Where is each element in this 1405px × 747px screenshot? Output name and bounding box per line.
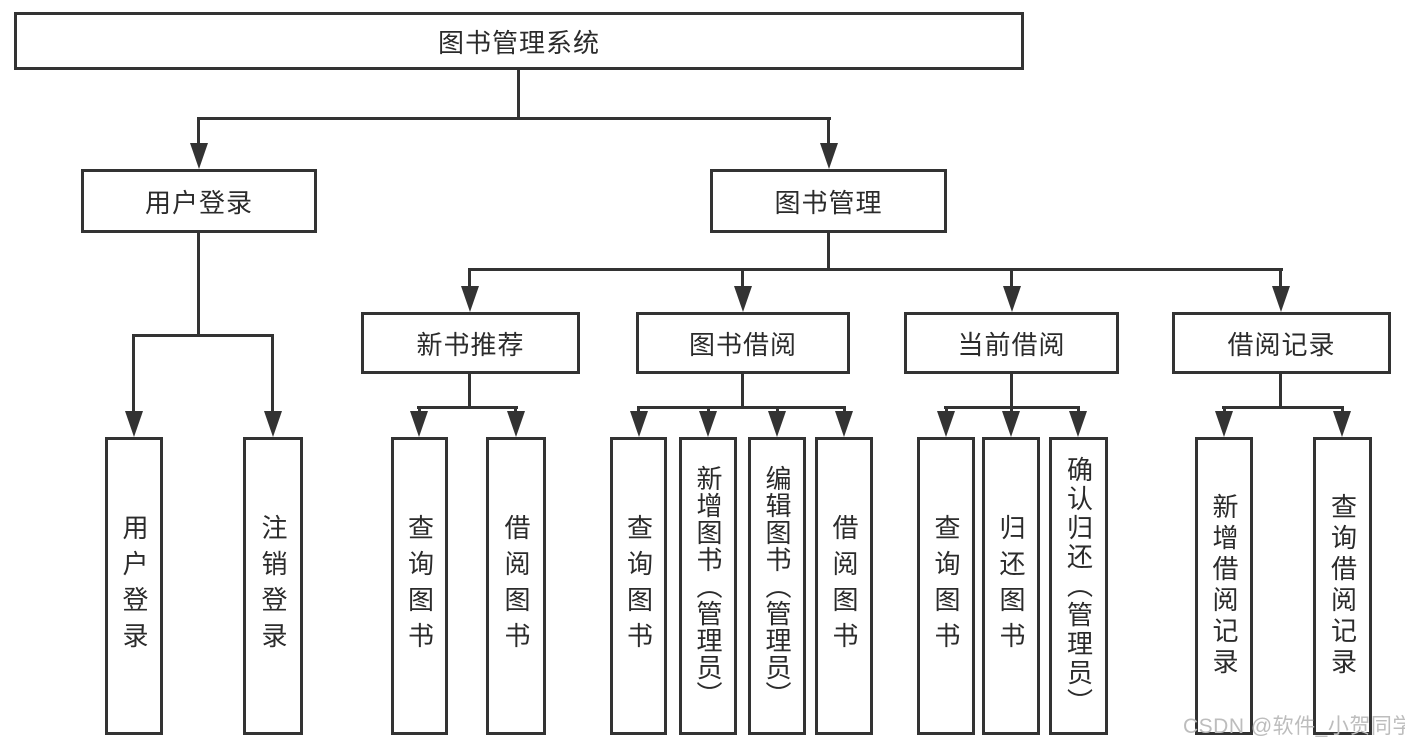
connector-group-stem: [1010, 374, 1013, 409]
node-label: 编辑图书（管理员）: [762, 464, 792, 708]
node-label: 用户登录: [119, 514, 149, 658]
connector-leaf-drop: [1077, 406, 1080, 414]
connector-l3-drop: [1279, 268, 1282, 288]
arrow-down-icon: [410, 411, 428, 437]
arrow-down-icon: [768, 411, 786, 437]
leaf-add-book-admin: 新增图书（管理员）: [679, 437, 737, 735]
leaf-logout: 注销登录: [243, 437, 303, 735]
connector-l3-drop: [741, 268, 744, 288]
connector-leaf-drop: [843, 406, 846, 414]
node-current-borrowing: 当前借阅: [904, 312, 1119, 374]
connector-leaf-drop: [707, 406, 710, 414]
arrow-down-icon: [699, 411, 717, 437]
arrow-down-icon: [1333, 411, 1351, 437]
arrow-down-icon: [1272, 286, 1290, 312]
connector-group-stem: [468, 374, 471, 409]
node-label: 查询图书: [623, 514, 654, 658]
connector-user-stem: [197, 233, 200, 337]
node-label: 查询图书: [404, 514, 435, 658]
arrow-down-icon: [937, 411, 955, 437]
arrow-down-icon: [461, 286, 479, 312]
node-book-borrowing: 图书借阅: [636, 312, 850, 374]
node-label: 确认归还（管理员）: [1063, 455, 1094, 717]
connector-user-bar: [132, 334, 274, 337]
leaf-edit-book-admin: 编辑图书（管理员）: [748, 437, 806, 735]
arrow-down-icon: [820, 143, 838, 169]
watermark: CSDN @软件_小贺同学: [1183, 715, 1405, 738]
node-label: 注销登录: [258, 514, 288, 658]
connector-group-bar: [1222, 406, 1344, 409]
arrow-down-icon: [507, 411, 525, 437]
node-label: 新增借阅记录: [1209, 493, 1239, 679]
connector-group-stem: [1279, 374, 1282, 409]
leaf-user-login: 用户登录: [105, 437, 163, 735]
node-new-book-recommend: 新书推荐: [361, 312, 580, 374]
leaf-borrow-books-borrowing: 借阅图书: [815, 437, 873, 735]
node-label: 借阅图书: [829, 514, 859, 658]
connector-level3-bar: [468, 268, 1283, 271]
connector-leaf-drop: [637, 406, 640, 414]
connector-leaf-drop: [132, 334, 135, 413]
node-label: 借阅图书: [501, 514, 531, 658]
leaf-return-books: 归还图书: [982, 437, 1040, 735]
node-label: 新书推荐: [416, 329, 525, 360]
node-label: 新增图书（管理员）: [693, 464, 723, 708]
connector-mgmt-drop: [827, 117, 830, 146]
leaf-query-borrow-record: 查询借阅记录: [1313, 437, 1372, 735]
node-label: 归还图书: [996, 514, 1026, 658]
node-user-login: 用户登录: [81, 169, 317, 233]
connector-root-stem: [517, 70, 520, 120]
leaf-query-books-borrowing: 查询图书: [610, 437, 667, 735]
arrow-down-icon: [630, 411, 648, 437]
connector-group-bar: [637, 406, 846, 409]
connector-level2-bar: [198, 117, 831, 120]
arrow-down-icon: [264, 411, 282, 437]
arrow-down-icon: [1069, 411, 1087, 437]
arrow-down-icon: [1003, 286, 1021, 312]
arrow-down-icon: [1002, 411, 1020, 437]
arrow-down-icon: [125, 411, 143, 437]
node-label: 查询借阅记录: [1327, 493, 1358, 679]
leaf-confirm-return-admin: 确认归还（管理员）: [1049, 437, 1108, 735]
connector-leaf-drop: [271, 334, 274, 413]
node-label: 图书借阅: [688, 329, 797, 360]
connector-group-bar: [417, 406, 518, 409]
leaf-query-books-recommend: 查询图书: [391, 437, 448, 735]
leaf-add-borrow-record: 新增借阅记录: [1195, 437, 1253, 735]
node-book-management: 图书管理: [710, 169, 947, 233]
connector-leaf-drop: [1223, 406, 1226, 414]
node-label: 图书管理系统: [437, 27, 600, 58]
node-borrowing-records: 借阅记录: [1172, 312, 1391, 374]
connector-group-stem: [741, 374, 744, 409]
node-label: 用户登录: [144, 187, 253, 218]
connector-mgmt-stem: [827, 233, 830, 270]
connector-leaf-drop: [514, 406, 517, 414]
node-book-management-system: 图书管理系统: [14, 12, 1024, 70]
node-label: 图书管理: [774, 187, 883, 218]
connector-leaf-drop: [945, 406, 948, 414]
connector-user-drop: [197, 117, 200, 146]
connector-leaf-drop: [1341, 406, 1344, 414]
arrow-down-icon: [734, 286, 752, 312]
node-label: 查询图书: [931, 514, 961, 658]
leaf-query-books-current: 查询图书: [917, 437, 975, 735]
connector-l3-drop: [468, 268, 471, 288]
arrow-down-icon: [190, 143, 208, 169]
leaf-borrow-books-recommend: 借阅图书: [486, 437, 546, 735]
connector-leaf-drop: [776, 406, 779, 414]
connector-l3-drop: [1010, 268, 1013, 288]
node-label: 当前借阅: [957, 329, 1066, 360]
arrow-down-icon: [1215, 411, 1233, 437]
node-label: 借阅记录: [1227, 329, 1336, 360]
connector-leaf-drop: [1010, 406, 1013, 414]
arrow-down-icon: [835, 411, 853, 437]
connector-leaf-drop: [418, 406, 421, 414]
